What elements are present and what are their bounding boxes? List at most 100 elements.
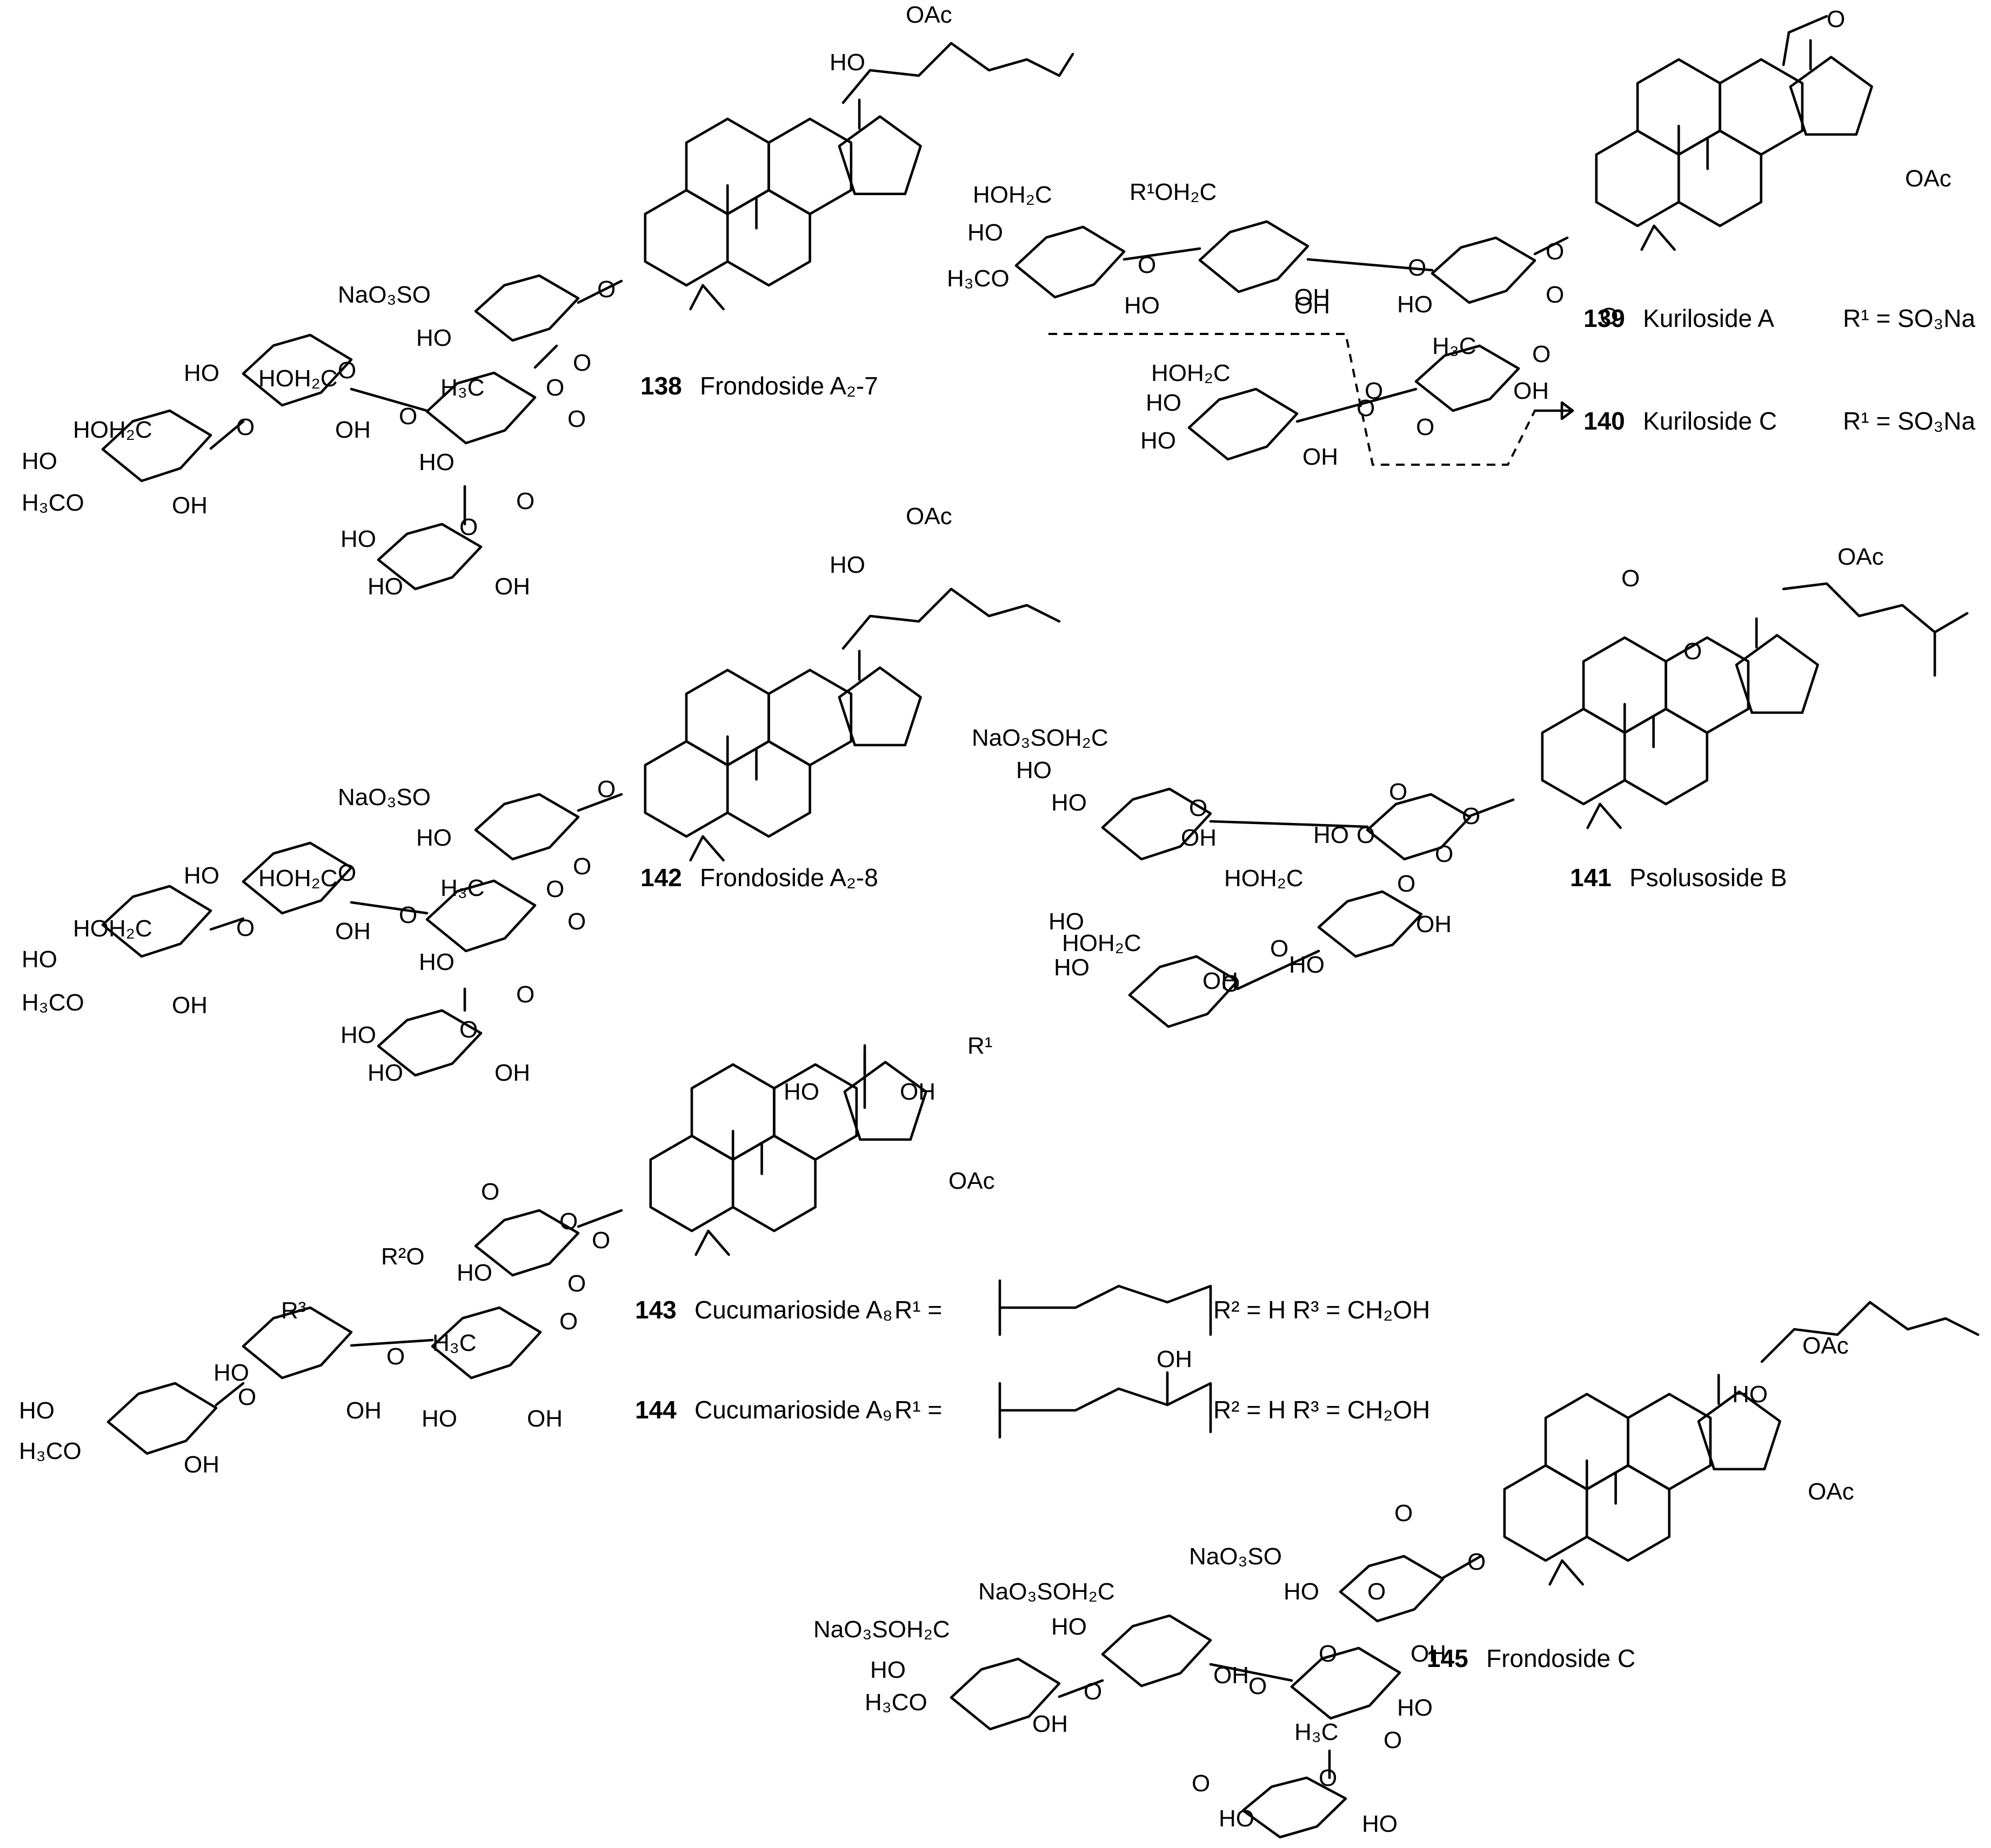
atom-label: OH [495,573,530,600]
atom-label: OH [335,918,371,945]
compound-number: 141 [1570,863,1612,892]
atom-label: O [1319,1765,1337,1791]
acetyl-co [1787,15,1828,34]
compound-extra: R² = H R³ = CH₂OH [1213,1396,1430,1424]
atom-label: HO [419,449,455,476]
atom-label: O [1408,255,1426,281]
atom-label: HO [368,573,403,600]
glycosidic-bond [1441,1555,1482,1579]
atom-label: OH [172,992,208,1019]
atom-label: HO [419,949,455,975]
xylose [474,1209,580,1277]
atom-label: O [573,853,591,880]
atom-label: OH [335,417,371,443]
glycosidic-bond [577,279,623,304]
atom-label: HO [213,1360,249,1386]
compound-number: 138 [640,372,682,400]
atom-label: NaO₃SO [1189,1543,1282,1570]
gem-dimethyl [701,284,725,311]
glucose [242,1306,353,1380]
compound-name: Psolusoside B [1629,863,1787,892]
atom-label: OH [346,1397,382,1424]
atom-label: OH [1294,292,1330,319]
ring-a [1503,1464,1588,1562]
atom-label: HO [1051,1613,1087,1640]
compound-name: Frondoside A₂-8 [700,863,878,892]
glucose [242,841,353,915]
xylose [474,793,580,861]
ring-c [1627,1392,1712,1491]
atom-label: O [1319,1641,1337,1667]
glycosidic-bond [1209,820,1369,828]
xylose [1339,1555,1445,1623]
atom-label: HO [1732,1381,1768,1408]
methyl [1058,52,1074,77]
atom-label: HO [870,1657,906,1683]
gem-dimethyl [701,835,725,862]
methylglucose [101,409,212,483]
arrow-head [1560,401,1574,420]
dashed-bracket [1048,333,1536,466]
atom-label: HOH₂C [1151,360,1231,386]
atom-label: HO [830,552,865,578]
xylose-2 [377,523,483,591]
atom-label: O [1546,238,1564,265]
atom-label: O [1248,1673,1267,1699]
atom-label: OH [1213,1662,1249,1689]
atom-label: O [236,915,255,941]
atom-label: HO [1016,757,1052,784]
side-chain [841,587,1061,650]
glycosidic-bond [1295,387,1418,423]
atom-label: O [559,1308,578,1335]
ring-c [1665,636,1750,734]
atom-label: O [1357,395,1375,421]
atom-label: OH [1181,825,1217,851]
ring-d [1697,1390,1781,1471]
gem-dimethyl [1653,224,1676,251]
glycosidic-bond [1058,1679,1104,1698]
atom-label: H₃C [440,374,484,401]
atom-label: OH [1157,1346,1192,1372]
atom-label: OH [1032,1711,1068,1737]
glucose [1101,787,1212,861]
compound-name: Cucumarioside A₉ [694,1396,892,1424]
atom-label: OAc [906,503,952,530]
ring-a [644,189,729,287]
atom-label: O [546,876,564,902]
atom-label: O [1357,822,1375,848]
atom-label: R³ [281,1297,306,1324]
xylose [474,274,580,342]
atom-label: O [1389,779,1407,805]
atom-label: O [1467,1549,1486,1575]
gem-dimethyl [694,1229,710,1256]
atom-label: O [338,860,356,886]
ring-b [1677,129,1762,227]
atom-label: O [399,403,417,430]
atom-label: NaO₃SO [338,282,431,308]
quinovose [1414,344,1520,412]
atom-label: O [459,514,478,540]
atom-label: HO [457,1260,492,1286]
atom-label: HO [967,219,1003,246]
atom-label: H₃C [432,1330,476,1356]
compound-number: 142 [640,863,682,892]
glycosidic-bond [1236,949,1320,990]
atom-label: O [1367,1578,1386,1605]
glucose [1101,1614,1212,1688]
glucose-2 [950,1657,1061,1731]
atom-label: HO [19,1397,55,1424]
atom-label: O [592,1227,610,1254]
gem-dimethyl [707,1229,730,1256]
atom-label: OH [900,1079,936,1105]
atom-label: HO [1313,822,1349,848]
glycosidic-bond [350,1338,434,1347]
atom-label: O [597,276,616,303]
atom-label: HO [1362,1811,1398,1837]
glucose [242,333,353,407]
atom-label: O [567,1270,586,1297]
atom-label: OH [1416,911,1452,938]
compound-name: Kuriloside C [1643,407,1777,435]
atom-label: OH [495,1060,530,1086]
